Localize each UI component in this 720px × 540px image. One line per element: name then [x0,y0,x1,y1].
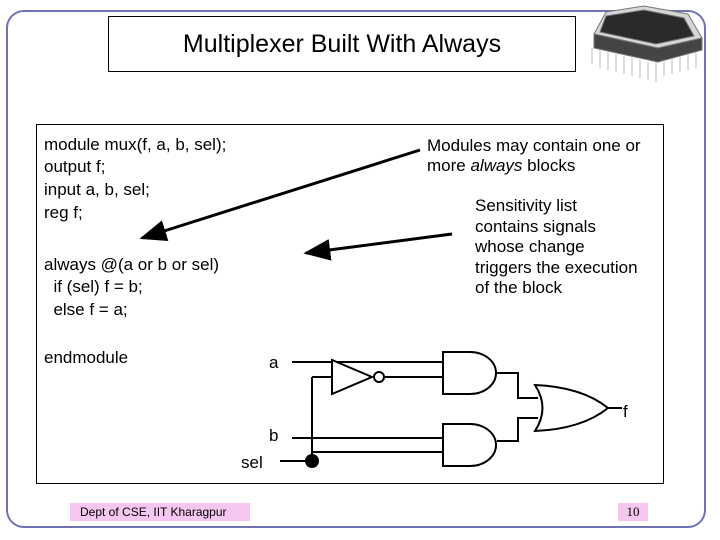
note-text: blocks [522,156,576,175]
code-line: always @(a or b or sel) [44,255,220,274]
arrow-to-sensitivity [303,232,453,261]
wire-and2-to-or [497,417,538,442]
slide-title: Multiplexer Built With Always [108,16,576,72]
and-gate-1 [442,351,497,395]
inverter-gate [331,358,375,396]
code-line: input a, b, sel; [44,180,150,199]
inverter-bubble [373,371,385,383]
code-line: endmodule [44,348,129,367]
signal-label-sel: sel [241,453,263,472]
note-text: Modules may contain one or more [427,136,641,175]
and-gate-2 [442,423,497,467]
always-blocks-note: Modules may contain one or more always b… [427,136,667,176]
signal-label-b: b [269,426,278,445]
footer-text: Dept of CSE, IIT Kharagpur [70,503,250,521]
code-line: module mux(f, a, b, sel); [44,135,227,154]
note-emphasis: always [470,156,523,175]
page-number: 10 [618,503,648,521]
code-line: else f = a; [44,300,128,319]
sel-junction-dot [305,454,319,468]
signal-label-f: f [623,402,628,421]
slide-frame [6,10,706,528]
arrow-to-always [139,148,421,241]
signal-label-a: a [269,353,279,372]
or-gate [533,383,610,433]
wire-and1-to-or [497,372,538,399]
code-line: reg f; [44,203,83,222]
code-line: if (sel) f = b; [44,277,143,296]
code-line: output f; [44,157,106,176]
sensitivity-list-note: Sensitivity list contains signals whose … [475,196,638,297]
chip-icon [591,5,703,82]
